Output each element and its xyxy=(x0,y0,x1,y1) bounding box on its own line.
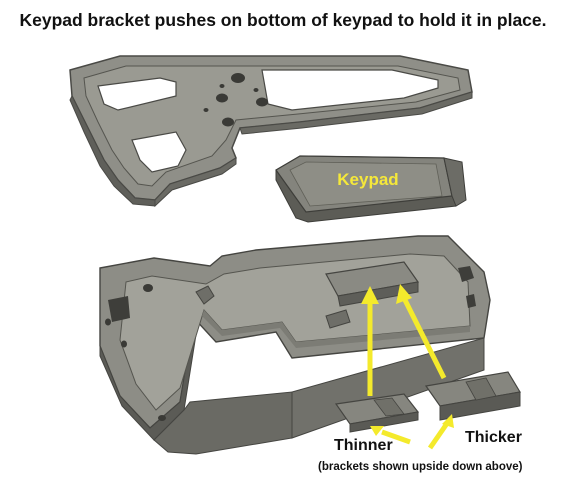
diagram-title: Keypad bracket pushes on bottom of keypa… xyxy=(19,10,547,30)
lower-case xyxy=(99,235,491,455)
thinner-label: Thinner xyxy=(334,437,393,454)
bracket-installed xyxy=(325,261,420,307)
top-plate xyxy=(69,55,473,208)
bracket-thicker xyxy=(424,371,521,421)
bracket-note: (brackets shown upside down above) xyxy=(318,461,523,473)
thicker-label: Thicker xyxy=(465,429,522,446)
bracket-thinner xyxy=(334,393,420,433)
arrows xyxy=(367,296,451,450)
arrow-heads xyxy=(361,284,454,436)
keypad xyxy=(275,155,467,223)
keypad-label: Keypad xyxy=(337,170,399,189)
